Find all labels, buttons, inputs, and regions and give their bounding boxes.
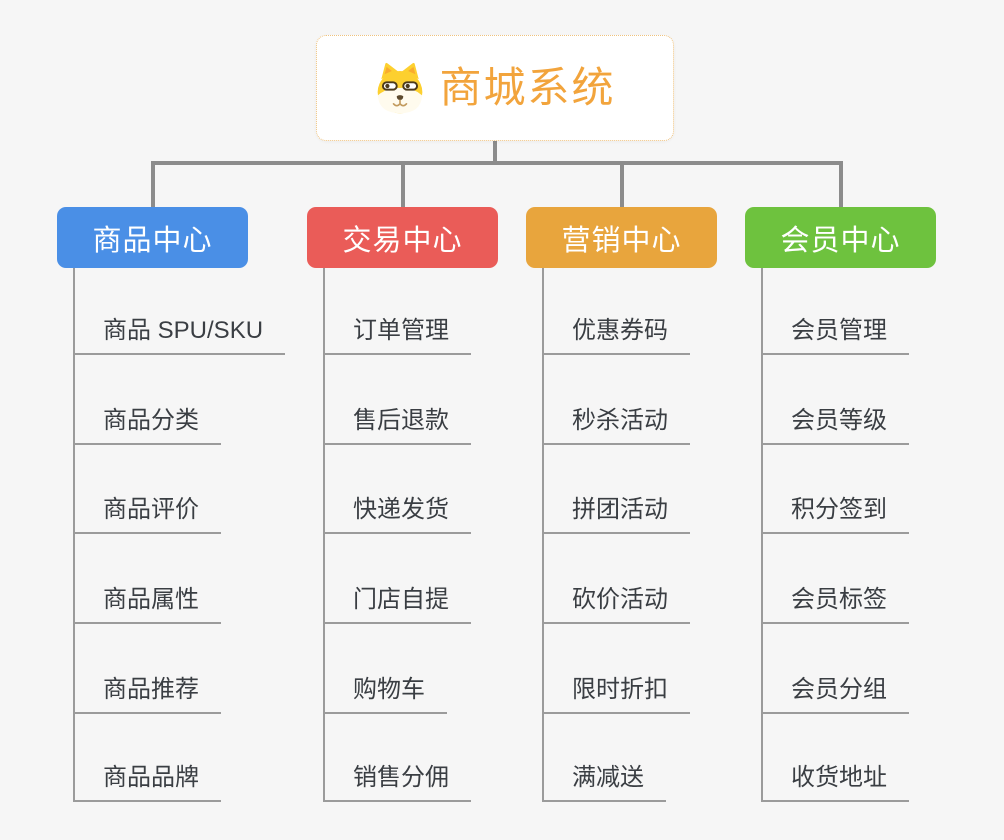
leaf-branch-line [542,268,544,802]
branch-node[interactable]: 商品中心 [57,207,248,268]
leaf-node[interactable]: 秒杀活动 [542,405,690,445]
leaf-node[interactable]: 会员分组 [761,674,909,714]
leaf-node[interactable]: 收货地址 [761,762,909,802]
leaf-node[interactable]: 优惠券码 [542,315,690,355]
leaf-node[interactable]: 会员等级 [761,405,909,445]
leaf-node[interactable]: 商品推荐 [73,674,221,714]
branch-node[interactable]: 会员中心 [745,207,936,268]
leaf-node[interactable]: 商品评价 [73,494,221,534]
leaf-node[interactable]: 拼团活动 [542,494,690,534]
leaf-branch-line [323,268,325,802]
leaf-node[interactable]: 商品 SPU/SKU [73,315,286,355]
leaf-node[interactable]: 购物车 [323,674,447,714]
leaf-node[interactable]: 门店自提 [323,584,471,624]
leaf-node[interactable]: 满减送 [542,762,666,802]
leaf-node[interactable]: 会员标签 [761,584,909,624]
trunk-bar [150,161,843,165]
root-connector [493,141,497,165]
dog-icon [374,60,426,116]
leaf-node[interactable]: 商品属性 [73,584,221,624]
leaf-node[interactable]: 商品品牌 [73,762,221,802]
branch-drop-connector [150,161,155,207]
leaf-node[interactable]: 销售分佣 [323,762,471,802]
leaf-node[interactable]: 订单管理 [323,315,471,355]
leaf-node[interactable]: 商品分类 [73,405,221,445]
leaf-branch-line [73,268,75,802]
leaf-node[interactable]: 积分签到 [761,494,909,534]
leaf-node[interactable]: 砍价活动 [542,584,690,624]
leaf-node[interactable]: 限时折扣 [542,674,690,714]
root-title: 商城系统 [439,64,616,111]
leaf-node[interactable]: 会员管理 [761,315,909,355]
branch-drop-connector [838,161,843,207]
branch-node[interactable]: 营销中心 [526,207,717,268]
root-node[interactable]: 商城系统 [316,35,674,141]
branch-drop-connector [400,161,405,207]
branch-drop-connector [619,161,624,207]
leaf-node[interactable]: 售后退款 [323,405,471,445]
branch-node[interactable]: 交易中心 [307,207,498,268]
leaf-branch-line [761,268,763,802]
leaf-node[interactable]: 快递发货 [323,494,471,534]
